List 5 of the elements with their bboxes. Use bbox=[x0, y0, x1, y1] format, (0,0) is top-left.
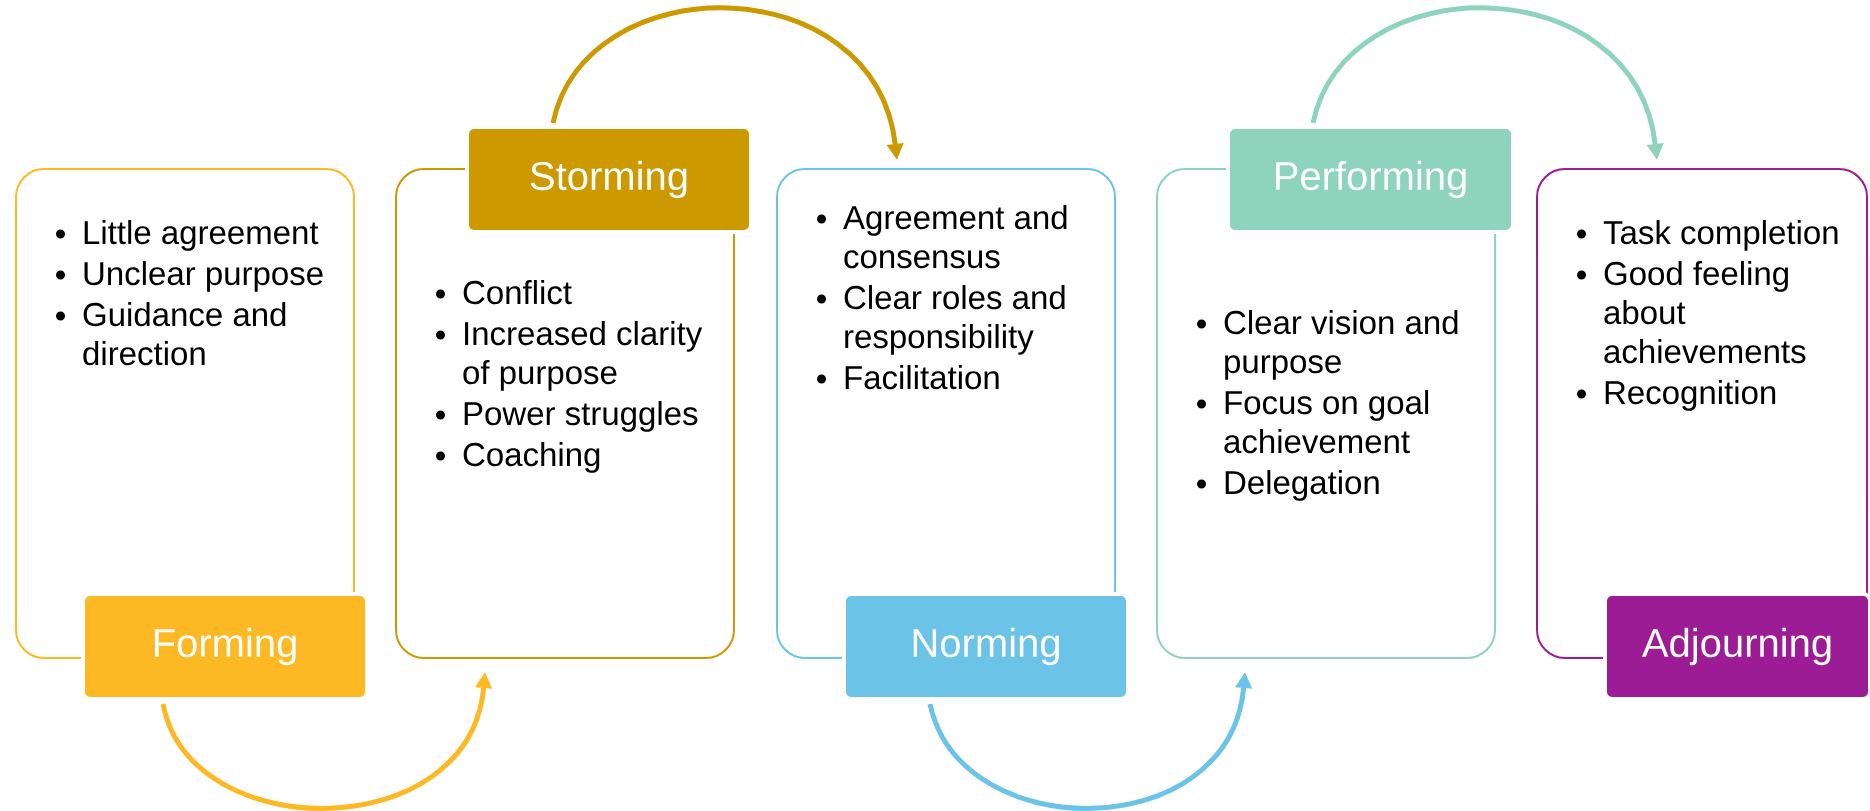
stage-label: Adjourning bbox=[1603, 592, 1870, 701]
stage-label: Norming bbox=[842, 592, 1130, 701]
stage-label: Performing bbox=[1226, 125, 1515, 234]
stage-label: Forming bbox=[81, 592, 369, 701]
stage-label: Storming bbox=[465, 125, 753, 234]
